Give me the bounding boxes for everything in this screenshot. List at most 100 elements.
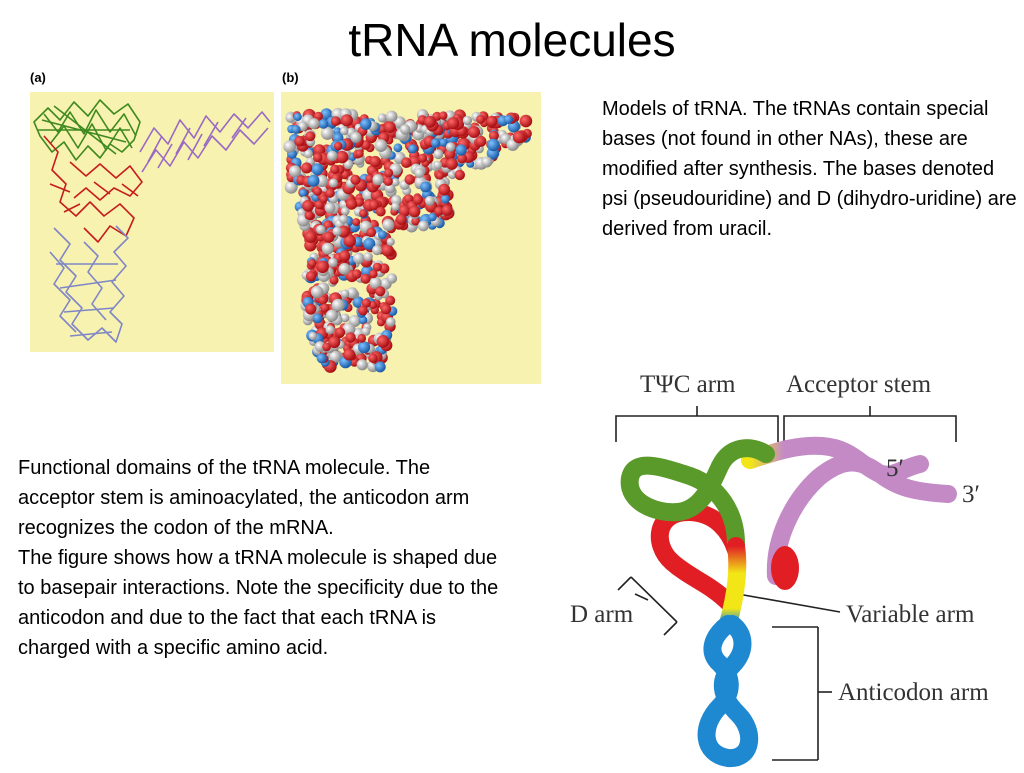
atom-sphere: [335, 150, 349, 164]
atom-sphere: [323, 231, 335, 243]
atom-sphere: [311, 163, 324, 176]
atom-sphere: [320, 126, 334, 140]
atom-sphere: [329, 275, 339, 285]
atom-sphere: [372, 262, 382, 272]
space-filling-atoms: [283, 107, 533, 373]
atom-sphere: [354, 197, 364, 207]
atom-sphere: [329, 350, 342, 363]
acceptor-stem-strand: [741, 436, 957, 585]
atom-sphere: [363, 252, 373, 262]
atom-sphere: [424, 195, 435, 206]
atom-sphere: [360, 118, 372, 130]
atom-sphere: [374, 139, 388, 152]
atom-sphere: [324, 202, 336, 214]
atom-sphere: [353, 252, 365, 264]
atom-sphere: [361, 298, 371, 308]
atom-sphere: [340, 313, 350, 323]
atom-sphere: [385, 295, 396, 306]
variable-arm-strand: [719, 537, 747, 633]
tpsic-arm-strand: [620, 439, 775, 553]
atom-sphere: [350, 174, 361, 185]
atom-sphere: [330, 164, 340, 174]
atom-sphere: [408, 144, 418, 154]
atom-sphere: [391, 202, 400, 211]
atom-sphere: [399, 124, 411, 135]
atom-sphere: [363, 237, 376, 250]
acceptor-stem-label: Acceptor stem: [786, 371, 932, 398]
atom-sphere: [369, 269, 378, 279]
atom-sphere: [288, 165, 302, 178]
atom-sphere: [375, 206, 386, 217]
atom-sphere: [352, 296, 365, 308]
atom-sphere: [481, 156, 493, 168]
domains-paragraph-1: Functional domains of the tRNA molecule.…: [18, 457, 470, 539]
atom-sphere: [430, 138, 441, 148]
atom-sphere: [386, 237, 395, 246]
atom-sphere: [325, 309, 338, 322]
atom-sphere: [475, 135, 487, 147]
variable-arm-leader: [737, 593, 841, 613]
atom-sphere: [462, 115, 473, 126]
stick-green-strands: [33, 99, 141, 161]
trna-domain-diagram: TΨC arm Acceptor stem 5′ 3′ D arm Variab…: [560, 362, 1024, 768]
atom-sphere: [436, 171, 445, 180]
atom-sphere: [368, 353, 378, 363]
atom-sphere: [359, 209, 368, 218]
atom-sphere: [444, 148, 456, 160]
atom-sphere: [345, 198, 358, 210]
atom-sphere: [355, 149, 364, 158]
tpsic-bracket: [615, 415, 779, 442]
models-description: Models of tRNA. The tRNAs contain specia…: [602, 98, 1017, 240]
atom-sphere: [330, 116, 341, 127]
atom-sphere: [391, 178, 400, 187]
atom-sphere: [447, 117, 460, 130]
trna-domain-diagram-svg: TΨC arm Acceptor stem 5′ 3′ D arm Variab…: [570, 371, 989, 767]
atom-sphere: [356, 359, 368, 371]
atom-sphere: [283, 140, 296, 153]
d-arm-label: D arm: [570, 601, 634, 628]
atom-sphere: [372, 174, 384, 186]
atom-sphere: [325, 188, 335, 198]
diagram-brackets: [615, 406, 957, 761]
atom-sphere: [404, 174, 415, 185]
atom-sphere: [313, 152, 323, 163]
atom-sphere: [352, 218, 361, 227]
atom-sphere: [340, 126, 349, 136]
variable-arm-label: Variable arm: [846, 601, 975, 628]
panel-a-label: (a): [30, 70, 46, 85]
atom-sphere: [418, 220, 429, 232]
atom-sphere: [339, 250, 351, 262]
atom-sphere: [316, 353, 327, 364]
three-prime-label: 3′: [962, 481, 980, 508]
slide-title: tRNA molecules: [348, 14, 676, 66]
atom-sphere: [428, 212, 437, 222]
trna-stick-model-image: [30, 92, 274, 352]
atom-sphere: [401, 157, 412, 168]
atom-sphere: [338, 263, 351, 275]
atom-sphere: [284, 180, 298, 194]
atom-sphere: [433, 149, 444, 160]
trna-space-filling-model-image: [281, 92, 541, 384]
atom-sphere: [316, 260, 329, 274]
atom-sphere: [313, 187, 323, 196]
atom-sphere: [441, 204, 453, 216]
atom-sphere: [343, 234, 356, 248]
atom-sphere: [360, 273, 371, 284]
atom-sphere: [439, 138, 448, 147]
atom-sphere: [376, 335, 390, 348]
atom-sphere: [302, 199, 314, 212]
atom-sphere: [301, 162, 313, 174]
atom-sphere: [455, 144, 467, 156]
domains-description: Functional domains of the tRNA molecule.…: [18, 453, 508, 663]
atom-sphere: [377, 113, 387, 123]
d-arm-bracket: [617, 576, 678, 636]
anticodon-bracket: [772, 626, 819, 761]
atom-sphere: [468, 126, 480, 138]
atom-sphere: [377, 230, 387, 240]
five-prime-label: 5′: [886, 455, 904, 482]
atom-sphere: [519, 114, 533, 128]
atom-sphere: [366, 227, 377, 238]
atom-sphere: [328, 336, 341, 349]
atom-sphere: [380, 303, 392, 315]
atom-sphere: [328, 257, 338, 268]
